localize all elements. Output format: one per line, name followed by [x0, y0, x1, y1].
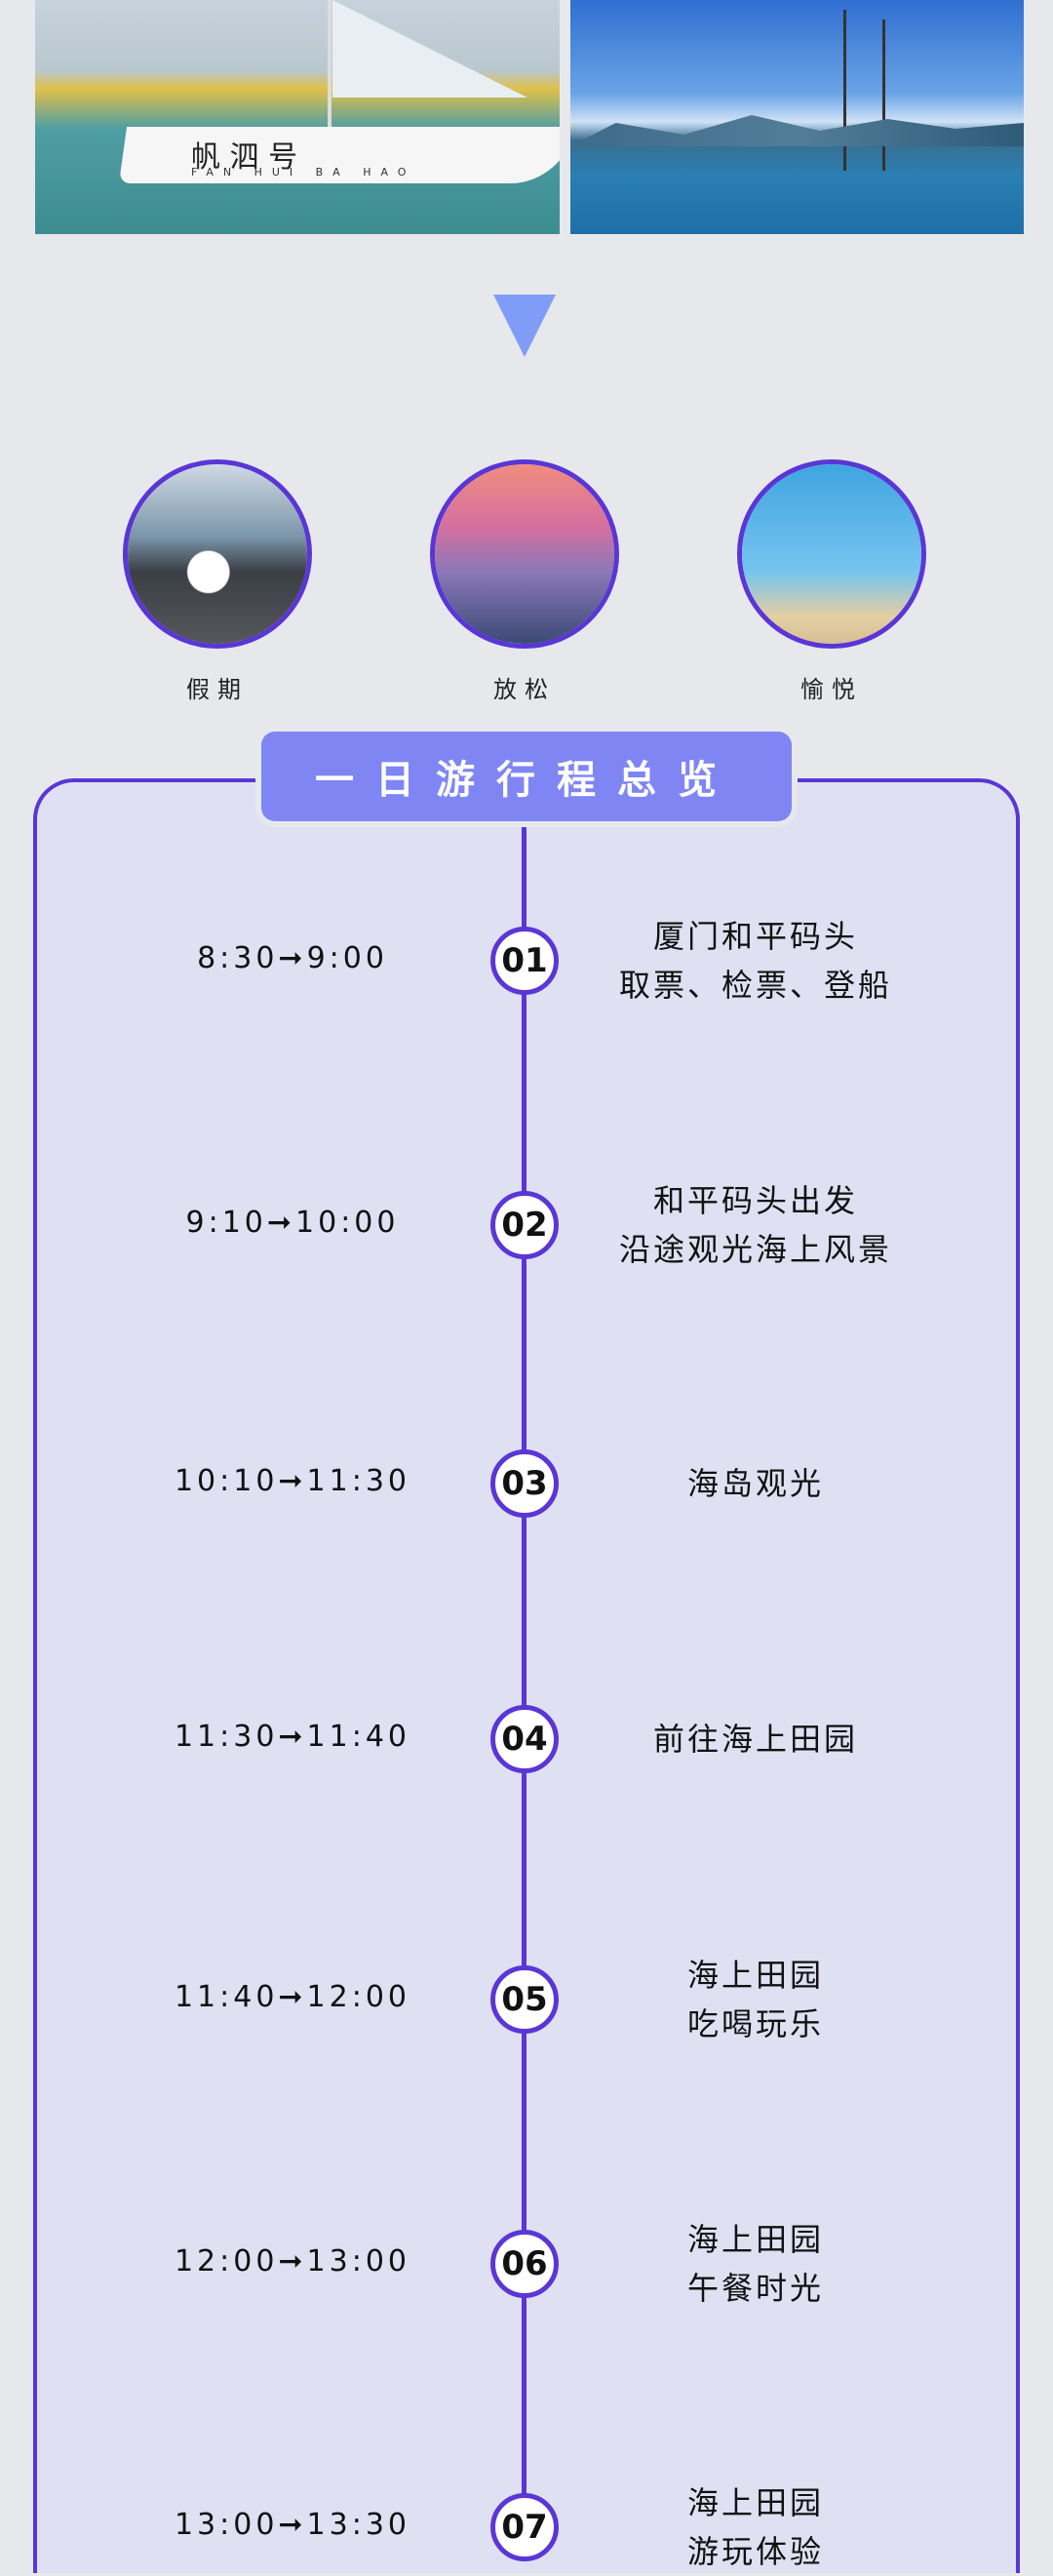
step-time: 8:30➞9:00: [197, 941, 388, 975]
step-description: 海岛观光: [570, 1459, 941, 1508]
feature-label-holiday: 假期: [186, 676, 249, 703]
step-number: 02: [490, 1191, 559, 1259]
step-description: 海上田园吃喝玩乐: [570, 1951, 941, 2048]
step-line-1: 海上田园: [686, 2221, 824, 2258]
sailboat-photo: 帆 泗 号 FAN HUI BA HAO: [35, 0, 560, 234]
itinerary-title: 一日游行程总览: [261, 732, 792, 821]
step-number: 06: [490, 2230, 559, 2298]
down-arrow-icon: [493, 295, 556, 357]
step-time: 11:40➞12:00: [174, 1980, 411, 2014]
step-line-2: 吃喝玩乐: [686, 2005, 824, 2042]
step-description: 厦门和平码头取票、检票、登船: [570, 912, 941, 1010]
yacht-mast-2: [882, 20, 885, 171]
step-line-1: 厦门和平码头: [652, 918, 858, 955]
feature-label-joy: 愉悦: [800, 676, 863, 703]
feature-image-joy: [737, 459, 926, 649]
feature-image-relax: [430, 459, 619, 649]
step-line-2: 取票、检票、登船: [618, 967, 892, 1004]
step-time: 9:10➞10:00: [185, 1206, 400, 1240]
step-number: 04: [490, 1705, 559, 1773]
step-time: 11:30➞11:40: [174, 1720, 411, 1754]
step-description: 前往海上田园: [570, 1715, 941, 1764]
step-time: 13:00➞13:30: [174, 2508, 411, 2542]
mountain-range: [570, 115, 1024, 146]
step-number: 05: [490, 1965, 559, 2034]
step-number: 03: [490, 1449, 559, 1518]
harbor-photo: [570, 0, 1024, 234]
boat-name: 帆 泗 号: [191, 140, 298, 175]
step-line-1: 前往海上田园: [652, 1721, 858, 1758]
step-line-1: 海上田园: [686, 1957, 824, 1994]
step-line-1: 海上田园: [686, 2484, 824, 2521]
timeline-line: [522, 821, 526, 2557]
yacht-mast: [843, 10, 846, 171]
step-description: 和平码头出发沿途观光海上风景: [570, 1176, 941, 1274]
step-number: 07: [490, 2493, 559, 2561]
step-description: 海上田园游玩体验: [570, 2478, 941, 2576]
step-line-1: 海岛观光: [686, 1465, 824, 1502]
boat-sail: [332, 0, 527, 98]
step-line-2: 沿途观光海上风景: [618, 1231, 892, 1268]
feature-label-relax: 放松: [493, 676, 556, 703]
step-time: 10:10➞11:30: [174, 1464, 411, 1498]
step-line-2: 游玩体验: [686, 2533, 824, 2570]
boat-subname: FAN HUI BA HAO: [191, 166, 416, 178]
step-number: 01: [490, 927, 559, 995]
step-time: 12:00➞13:00: [174, 2244, 411, 2279]
feature-image-holiday: [123, 459, 312, 649]
step-line-1: 和平码头出发: [652, 1182, 858, 1219]
step-line-2: 午餐时光: [686, 2270, 824, 2307]
boat-mast: [328, 0, 332, 132]
step-description: 海上田园午餐时光: [570, 2215, 941, 2313]
